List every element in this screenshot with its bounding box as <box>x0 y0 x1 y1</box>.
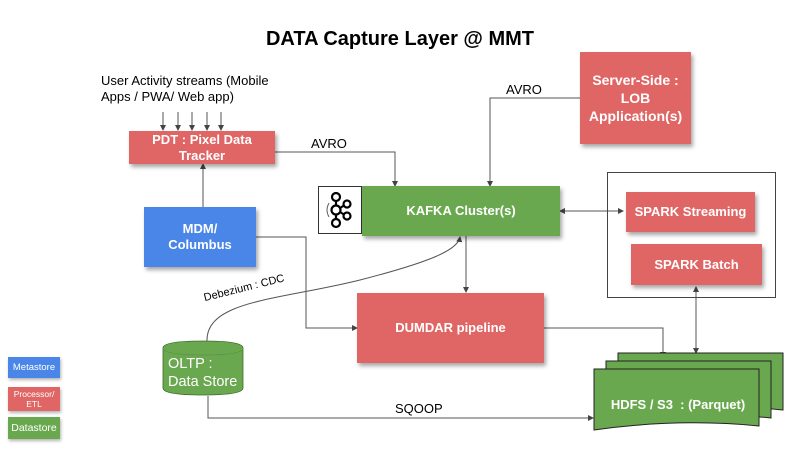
mdm-label: MDM/ Columbus <box>168 221 232 252</box>
user-activity-label: User Activity streams (Mobile Apps / PWA… <box>101 73 269 105</box>
legend-datastore-label: Datastore <box>11 422 57 434</box>
hdfs-stack <box>593 352 784 431</box>
legend-metastore-label: Metastore <box>12 361 56 373</box>
avro-label-server: AVRO <box>506 82 542 97</box>
user-activity-line1: User Activity streams (Mobile <box>101 73 269 88</box>
edge-oltp-kafka-cdc <box>206 236 463 343</box>
edge-mdm-dumdar <box>256 236 358 331</box>
oltp-label-line2: Data Store <box>168 374 238 390</box>
dumdar-node[interactable]: DUMDAR pipeline <box>357 293 544 363</box>
edge-oltp-hdfs-sqoop <box>207 396 594 421</box>
spark-group-frame <box>607 172 776 298</box>
server-side-node[interactable]: Server-Side : LOB Application(s) <box>580 52 691 144</box>
legend-metastore: Metastore <box>8 357 60 378</box>
oltp-label-line1: OLTP : <box>168 356 213 372</box>
spark-streaming-node[interactable]: SPARK Streaming <box>626 192 755 232</box>
diagram-title: DATA Capture Layer @ MMT <box>265 28 535 50</box>
pdt-node[interactable]: PDT : Pixel Data Tracker <box>129 131 275 164</box>
kafka-node[interactable]: KAFKA Cluster(s) <box>362 186 560 236</box>
spark-batch-label: SPARK Batch <box>654 256 739 272</box>
kafka-logo-icon <box>318 186 362 234</box>
spark-batch-node[interactable]: SPARK Batch <box>631 244 762 285</box>
avro-label-pdt: AVRO <box>311 136 347 151</box>
edge-server-kafka <box>487 97 580 187</box>
edge-dumdar-hdfs <box>544 327 666 358</box>
oltp-node[interactable] <box>162 340 244 396</box>
hdfs-label: HDFS / S3 : (Parquet) <box>610 397 746 412</box>
dumdar-label: DUMDAR pipeline <box>395 320 506 335</box>
spark-streaming-label: SPARK Streaming <box>634 204 747 219</box>
legend-datastore: Datastore <box>8 417 60 439</box>
pdt-label: PDT : Pixel Data Tracker <box>152 131 252 163</box>
oltp-label: OLTP : Data Store <box>168 355 237 391</box>
mdm-node[interactable]: MDM/ Columbus <box>144 207 256 267</box>
kafka-label: KAFKA Cluster(s) <box>406 203 516 218</box>
sqoop-label: SQOOP <box>395 401 443 416</box>
user-activity-line2: Apps / PWA/ Web app) <box>101 89 234 104</box>
edge-pdt-kafka <box>275 151 398 187</box>
legend-processor: Processor/ ETL <box>8 387 60 411</box>
legend-processor-label: Processor/ ETL <box>13 389 55 409</box>
server-side-label: Server-Side : LOB Application(s) <box>588 72 683 124</box>
